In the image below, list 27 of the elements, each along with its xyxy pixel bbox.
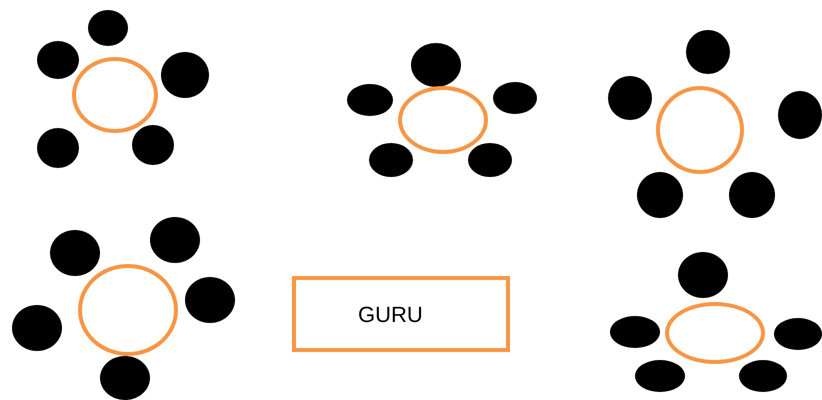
student-circle [493, 82, 537, 114]
student-circle [774, 318, 822, 350]
teacher-desk-box [292, 276, 510, 352]
student-circle [132, 125, 174, 165]
desk-label: GURU [358, 302, 423, 328]
student-circle [739, 360, 787, 392]
student-circle [468, 143, 512, 177]
student-circle [88, 10, 128, 46]
student-circle [185, 277, 235, 323]
student-circle [608, 76, 652, 120]
student-circle [635, 360, 685, 392]
student-circle [150, 217, 200, 263]
student-circle [778, 91, 822, 139]
student-circle [161, 52, 209, 98]
student-circle [37, 128, 79, 168]
student-circle [37, 41, 79, 79]
student-circle [347, 84, 393, 116]
student-circle [12, 305, 62, 351]
student-circle [686, 30, 730, 74]
student-circle [637, 172, 683, 218]
student-circle [369, 143, 413, 177]
student-circle [411, 43, 461, 87]
student-circle [610, 316, 660, 348]
student-circle [50, 230, 100, 276]
student-circle [729, 172, 775, 218]
student-circle [678, 252, 728, 298]
student-circle [100, 356, 150, 400]
